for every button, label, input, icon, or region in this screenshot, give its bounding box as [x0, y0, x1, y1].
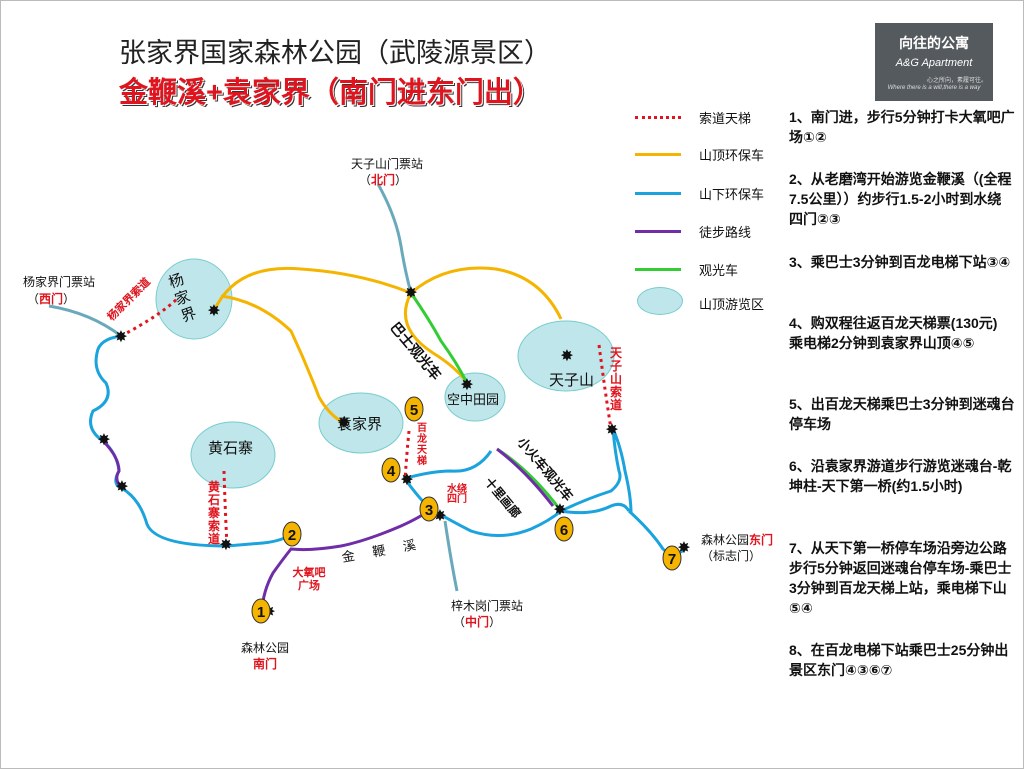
svg-text:✸: ✸ — [560, 348, 573, 365]
area-yuanjiajie — [318, 392, 404, 454]
label-east-gate-sub: （标志门） — [701, 549, 762, 563]
label-tianzi-gate-tag: （北门） — [359, 173, 408, 187]
logo-slogan: 心之所向，素履可往。 — [926, 78, 987, 84]
step-4: 4、购双程往返百龙天梯票(130元) 乘电梯2分钟到袁家界山顶④⑤ — [789, 315, 998, 351]
page-subtitle: 金鞭溪+袁家界（南门进东门出） — [119, 77, 542, 109]
label-yangjiajie-gate: 杨家界门票站 — [23, 275, 96, 289]
brand-logo: 向往的公寓 A&G Apartment 心之所向，素履可往。 Where the… — [875, 23, 993, 101]
area-tianzishan — [517, 320, 615, 392]
label-south-gate: 森林公园 — [241, 641, 290, 655]
svg-text:✸: ✸ — [553, 502, 566, 519]
svg-text:✸: ✸ — [404, 285, 417, 302]
area-label-huangshizhai: 黄石寨 — [208, 439, 254, 457]
svg-text:✸: ✸ — [115, 479, 128, 496]
legend-item-hike: 徒步路线 — [633, 219, 783, 243]
step-1: 1、南门进，步行5分钟打卡大氧吧广场①② — [789, 109, 1015, 145]
logo-name-en: A&G Apartment — [895, 57, 973, 69]
step-8: 8、在百龙电梯下站乘巴士25分钟出景区东门④③⑥⑦ — [789, 642, 1009, 678]
area-label-yuanjiajie: 袁家界 — [337, 415, 383, 433]
step-6: 6、沿袁家界游道步行游览迷魂台-乾坤柱-天下第一桥(约1.5小时) — [789, 458, 1012, 494]
logo-name-cn: 向往的公寓 — [899, 36, 969, 52]
cable-yangjiajie — [120, 295, 181, 338]
legend-item-cable: 索道天梯 — [633, 105, 783, 129]
svg-text:✸: ✸ — [337, 415, 350, 432]
area-huangshizhai — [190, 421, 276, 489]
svg-text:✸: ✸ — [400, 472, 413, 489]
cable-tianzi — [597, 344, 613, 430]
marker-1: 1 — [257, 604, 265, 621]
svg-text:✸: ✸ — [97, 432, 110, 449]
step-5: 5、出百龙天梯乘巴士3分钟到迷魂台停车场 — [789, 396, 1015, 432]
legend-item-green-bus: 观光车 — [633, 257, 783, 281]
node-stars: ✸ ✸ ✸ ✸ ✸ ✸ ✸ ✸ ✸ ✸ ✸ ✸ ✸ ✸ ✸ — [97, 285, 690, 621]
page-title: 张家界国家森林公园（武陵源景区） — [119, 38, 551, 69]
legend-item-top-bus: 山顶环保车 — [633, 142, 783, 166]
marker-4: 4 — [387, 463, 396, 480]
area-kongzhong — [444, 372, 506, 422]
logo-tagline: Where there is a will,there is a way — [887, 85, 981, 91]
route-top-bus — [212, 266, 563, 425]
svg-text:✸: ✸ — [219, 537, 232, 554]
marker-5: 5 — [410, 402, 418, 419]
road-north — [376, 183, 413, 294]
svg-text:✸: ✸ — [114, 329, 127, 346]
marker-7: 7 — [668, 551, 676, 568]
route-hike — [101, 439, 555, 612]
step-7: 7、从天下第一桥停车场沿旁边公路步行5分钟返回迷魂台停车场-乘巴士3分钟到百龙天… — [789, 540, 1012, 616]
label-zimu-gate: 梓木岗门票站 — [451, 599, 524, 613]
svg-text:✸: ✸ — [605, 422, 618, 439]
legend-item-area: 山顶游览区 — [633, 287, 783, 315]
marker-2: 2 — [288, 527, 296, 544]
label-yangjiajie-gate-tag: （西门） — [27, 292, 76, 306]
label-oxygen: 大氧吧广场 — [292, 567, 326, 592]
svg-text:✸: ✸ — [460, 377, 473, 394]
label-tianzi-cable: 天子山索道 — [609, 346, 622, 412]
area-label-kongzhong: 空中田园 — [447, 393, 500, 408]
route-green-bus — [409, 292, 469, 384]
marker-3: 3 — [425, 502, 433, 519]
label-zimu-gate-tag: （中门） — [453, 615, 502, 629]
label-south-gate-tag: 南门 — [253, 657, 278, 671]
step-2: 2、从老磨湾开始游览金鞭溪（(全程7.5公里））约步行1.5-2小时到水绕四门②… — [789, 171, 1012, 227]
route-lower-loop — [402, 450, 493, 481]
svg-text:✸: ✸ — [207, 303, 220, 320]
label-bailong: 百龙天梯 — [417, 423, 427, 467]
label-tianzi-gate: 天子山门票站 — [351, 157, 424, 171]
road-west — [48, 304, 122, 338]
cable-bailong — [403, 430, 411, 480]
step-markers: 1 2 3 4 5 6 7 — [251, 396, 682, 624]
label-shuirao: 水绕四门 — [447, 484, 467, 505]
cable-huangshi — [222, 470, 229, 547]
marker-6: 6 — [560, 522, 568, 539]
road-middle — [443, 520, 459, 592]
label-east-gate: 森林公园东门 — [701, 533, 774, 547]
label-huangshi-cable: 黄石寨索道 — [207, 480, 220, 546]
area-label-tianzishan: 天子山 — [549, 371, 595, 389]
step-3: 3、乘巴士3分钟到百龙电梯下站③④ — [789, 254, 1011, 270]
legend-item-low-bus: 山下环保车 — [633, 181, 783, 205]
